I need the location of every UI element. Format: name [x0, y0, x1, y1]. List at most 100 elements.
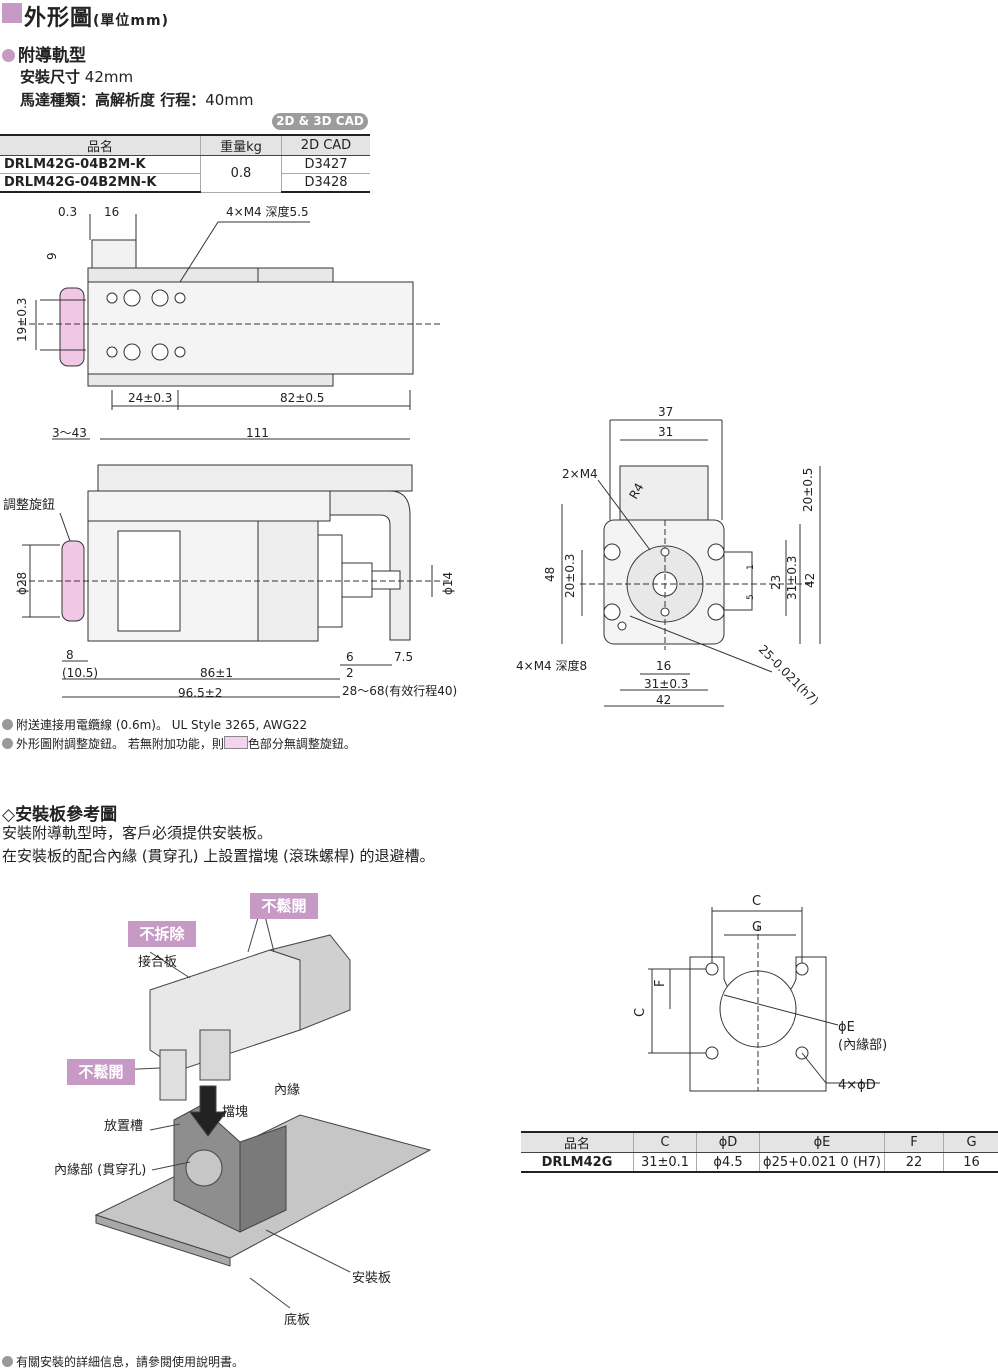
col-header-d: ϕD — [696, 1131, 760, 1153]
dim-2m4: 2×M4 — [562, 467, 598, 481]
plate-drawing: C G C F ϕE (內緣部) 4×ϕD — [633, 894, 887, 1093]
plate-e: ϕ25+0.021 0 (H7) — [759, 1152, 885, 1173]
note-bullet-icon — [2, 1356, 13, 1367]
dim-31: 31 — [658, 425, 673, 439]
plate-f: 22 — [884, 1152, 944, 1173]
table-row: DRLM42G-04B2MN-K D3428 — [0, 173, 370, 193]
dim-86: 86±1 — [200, 666, 233, 680]
label-groove: 放置槽 — [104, 1119, 143, 1134]
cad-download-badge[interactable]: 2D & 3D CAD — [272, 113, 368, 130]
plate-line-2: 在安裝板的配合內緣 (貫穿孔) 上設置擋塊 (滾珠螺桿) 的退避槽。 — [2, 847, 435, 865]
col-header-name: 品名 — [521, 1131, 634, 1153]
actuator-body — [87, 281, 414, 375]
cad-link[interactable]: D3428 — [281, 173, 370, 193]
note-cable: 附送連接用電纜線 (0.6m)。 UL Style 3265, AWG22 — [2, 716, 307, 733]
motor-type-line: 馬達種類：高解析度 行程：40mm — [20, 91, 254, 109]
page-title: 外形圖(單位mm) — [24, 6, 169, 31]
label-joint-plate: 接合板 — [138, 954, 177, 970]
dim-3-43: 3～43 — [52, 426, 87, 440]
dim-6: 6 — [346, 650, 354, 664]
col-header-name: 品名 — [0, 134, 201, 156]
connector-pin-5: 5 — [746, 594, 756, 600]
note-bullet-icon — [2, 719, 13, 730]
dim-48: 48 — [543, 567, 557, 582]
product-name: DRLM42G-04B2M-K — [0, 155, 201, 174]
plate-d: ϕ4.5 — [696, 1152, 760, 1173]
connector-block — [91, 239, 137, 269]
adjust-knob — [59, 287, 85, 367]
dim-c-side: C — [633, 1008, 648, 1017]
plate-product-name: DRLM42G — [521, 1152, 634, 1173]
dim-19: 19±0.3 — [15, 298, 29, 342]
dim-111: 111 — [246, 426, 269, 440]
front-view-drawing: 37 31 2×M4 R4 20±0.5 48 20±0.3 23 31±0.3… — [516, 405, 821, 708]
callout-no-loosen-top: 不鬆開 — [250, 893, 318, 919]
dim-16: 16 — [656, 659, 671, 673]
connector-side — [723, 551, 753, 611]
dim-r4: R4 — [626, 481, 646, 502]
col-header-f: F — [884, 1131, 944, 1153]
label-stopper: 擋塊 — [222, 1104, 248, 1120]
bullet-dot-icon — [2, 49, 15, 62]
dim-24: 24±0.3 — [128, 391, 172, 405]
dim-phi-e-note: (內緣部) — [838, 1038, 887, 1053]
dim-8: 8 — [66, 648, 74, 662]
section-title-plate: ◇安裝板參考圖 — [2, 805, 118, 825]
down-arrow-icon — [189, 1085, 227, 1137]
dim-phi-e: ϕE — [838, 1020, 855, 1035]
dim-7-5: 7.5 — [394, 650, 413, 664]
cad-link[interactable]: D3427 — [281, 155, 370, 174]
label-base-plate: 底板 — [284, 1312, 310, 1328]
dim-37: 37 — [658, 405, 673, 419]
footer-note: 有關安裝的詳細信息，請參閱使用說明書。 — [2, 1353, 244, 1370]
table-row: DRLM42G 31±0.1 ϕ4.5 ϕ25+0.021 0 (H7) 22 … — [521, 1152, 998, 1173]
dim-96-5: 96.5±2 — [178, 686, 222, 700]
side-view-drawing: 3～43 111 調整旋鈕 ϕ28 ϕ14 8 (10.5) 86±1 96.5… — [3, 426, 457, 700]
pink-color-swatch — [223, 736, 248, 749]
dim-c-top: C — [752, 894, 761, 909]
header-marker — [2, 3, 22, 23]
dim-82: 82±0.5 — [280, 391, 324, 405]
dim-holes-d: 4×ϕD — [838, 1078, 876, 1093]
label-inner-edge: 內緣 — [274, 1083, 300, 1098]
dim-20-03: 20±0.3 — [563, 554, 577, 598]
dim-31-03: 31±0.3 — [644, 677, 688, 691]
dim-holes: 4×M4 深度5.5 — [226, 204, 309, 219]
dim-25-h7: 25-0.021(h7) — [756, 642, 821, 707]
table-row: DRLM42G-04B2M-K 0.8 D3427 — [0, 155, 370, 193]
col-header-weight: 重量kg — [200, 134, 282, 156]
dim-phi14: ϕ14 — [441, 572, 455, 595]
note-knob: 外形圖附調整旋鈕。 若無附加功能，則色部分無調整旋鈕。 — [2, 735, 356, 752]
dim-16: 16 — [104, 205, 119, 219]
connector-pin-1: 1 — [746, 564, 756, 570]
dim-10-5: (10.5) — [62, 666, 98, 680]
plate-g: 16 — [943, 1152, 998, 1173]
plate-c: 31±0.1 — [633, 1152, 697, 1173]
dim-23: 23 — [769, 575, 783, 590]
product-weight: 0.8 — [200, 155, 282, 193]
col-header-e: ϕE — [759, 1131, 885, 1153]
callout-no-remove: 不拆除 — [128, 921, 196, 947]
dim-stroke: 28～68(有效行程40) — [342, 683, 457, 698]
dim-0-3: 0.3 — [58, 205, 77, 219]
dim-31-03v: 31±0.3 — [785, 556, 799, 600]
knob-label: 調整旋鈕 — [3, 498, 55, 513]
unit-label: (單位mm) — [93, 13, 169, 29]
dim-2: 2 — [346, 666, 354, 680]
note-bullet-icon — [2, 738, 13, 749]
dim-42v: 42 — [803, 573, 817, 588]
product-name: DRLM42G-04B2MN-K — [0, 173, 201, 193]
dim-g: G — [752, 920, 762, 935]
mounting-illustration: 接合板 內緣 擋塊 放置槽 內緣部 (貫穿孔) 安裝板 底板 — [54, 903, 432, 1328]
top-view-drawing: 0.3 16 4×M4 深度5.5 9 19±0.3 24±0.3 82±0.5 — [15, 204, 440, 410]
dim-4m4: 4×M4 深度8 — [516, 658, 587, 673]
spec-table: 品名 重量kg 2D CAD DRLM42G-04B2M-K 0.8 D3427… — [0, 134, 370, 193]
plate-line-1: 安裝附導軌型時，客戶必須提供安裝板。 — [2, 824, 273, 842]
col-header-c: C — [633, 1131, 697, 1153]
dim-9: 9 — [45, 252, 59, 260]
plate-table: 品名 C ϕD ϕE F G DRLM42G 31±0.1 ϕ4.5 ϕ25+0… — [521, 1131, 998, 1173]
label-mount-plate: 安裝板 — [352, 1271, 391, 1286]
dim-20-05: 20±0.5 — [801, 468, 815, 512]
dim-phi28: ϕ28 — [15, 572, 29, 595]
mount-size-line: 安裝尺寸 42mm — [20, 68, 134, 86]
